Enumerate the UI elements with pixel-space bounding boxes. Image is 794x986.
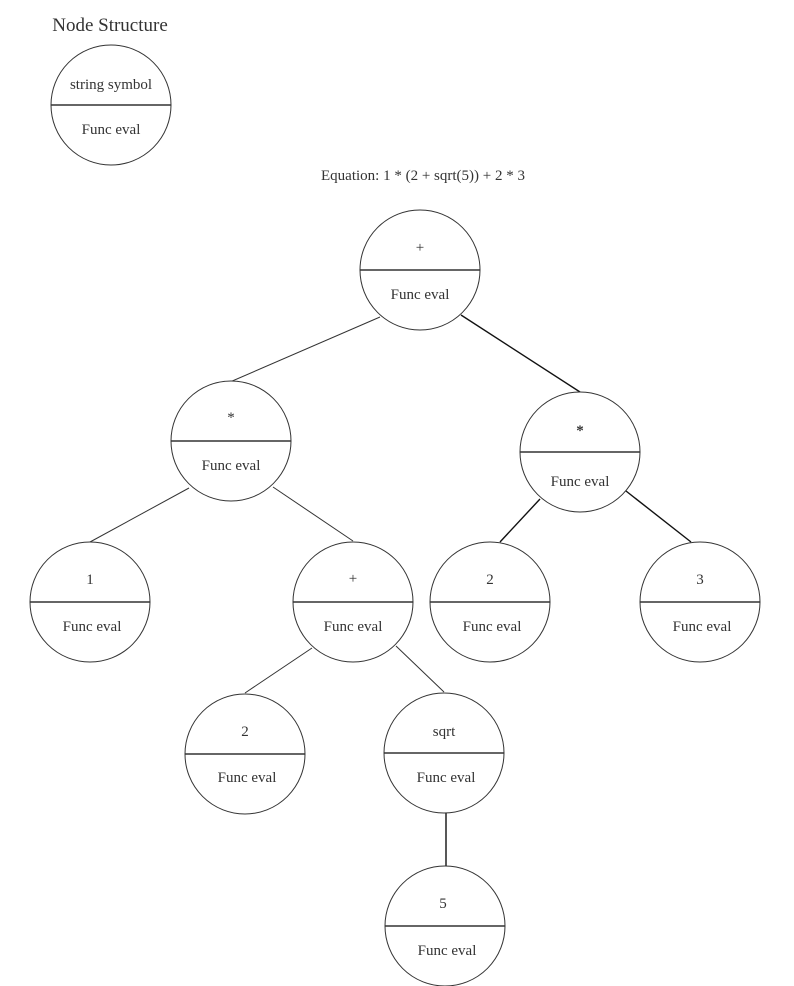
node-symbol: sqrt [433,724,456,740]
edge-n1-n3 [460,314,581,393]
node-symbol: 2 [241,724,249,740]
node-eval: Func eval [418,943,477,959]
node-symbol: + [416,240,424,256]
legend-node-symbol: string symbol [70,77,152,93]
node-eval: Func eval [463,619,522,635]
node-eval: Func eval [391,287,450,303]
legend-title: Node Structure [52,15,168,36]
tree-node: + Func eval [292,541,414,663]
node-eval: Func eval [63,619,122,635]
node-symbol: * [227,410,235,426]
node-eval: Func eval [417,770,476,786]
node-symbol: 5 [439,896,447,912]
tree-node: + Func eval [359,209,481,331]
node-symbol: * [576,423,584,439]
node-eval: Func eval [551,474,610,490]
node-eval: Func eval [218,770,277,786]
legend-node-eval: Func eval [82,122,141,138]
tree-node: 5 Func eval [384,865,506,986]
node-eval: Func eval [673,619,732,635]
node-eval: Func eval [324,619,383,635]
equation-label: Equation: 1 * (2 + sqrt(5)) + 2 * 3 [321,168,525,184]
node-symbol: 3 [696,572,704,588]
node-symbol: 1 [86,572,94,588]
tree-node: 2 Func eval [429,541,551,663]
edge-n5-n8 [244,647,313,694]
tree-node: 1 Func eval [29,541,151,663]
edge-n5-n9 [395,645,445,693]
edge-n1-n2 [229,316,381,383]
tree-node: * Func eval [170,380,292,502]
legend-node: string symbol Func eval [50,44,172,166]
tree-node: 2 Func eval [184,693,306,815]
edge-n3-n6 [499,498,541,543]
node-eval: Func eval [202,458,261,474]
edge-n2-n4 [89,487,190,543]
tree-node: 3 Func eval [639,541,761,663]
tree-node: * Func eval [519,391,641,513]
node-symbol: + [349,571,357,587]
tree-edges [89,314,692,867]
tree-node: sqrt Func eval [383,692,505,814]
edge-n3-n7 [625,490,692,543]
node-symbol: 2 [486,572,494,588]
edge-n2-n5 [272,486,354,542]
